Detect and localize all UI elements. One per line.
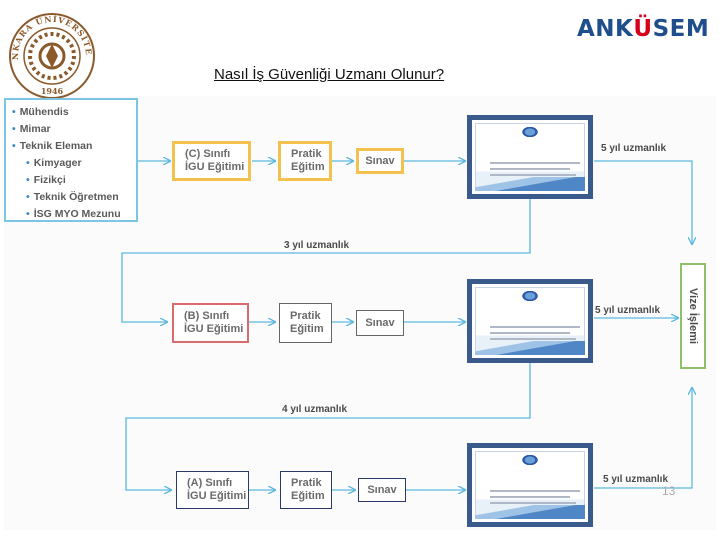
b-to-a-experience-label: 4 yıl uzmanlık — [282, 404, 348, 415]
page-number: 13 — [662, 484, 676, 498]
ankara-university-seal: ANKARA ÜNİVERSİTESİ 1946 — [8, 12, 95, 99]
arrow-b-to-a — [125, 362, 531, 490]
qualification-item: •Teknik Eleman — [12, 140, 93, 152]
arrow-c-to-b — [121, 198, 531, 322]
page-title: Nasıl İş Güvenliği Uzmanı Olunur? — [214, 66, 445, 83]
qualification-subitem: •Teknik Öğretmen — [26, 191, 119, 203]
qualification-item: •Mühendis — [12, 106, 69, 118]
c-certificate-image — [467, 115, 593, 199]
a-exam: Sınav — [358, 478, 406, 502]
qualification-item: •Mimar — [12, 123, 51, 135]
c-experience-label: 5 yıl uzmanlık — [601, 143, 667, 154]
arrow-c-cert-to-vize — [594, 160, 692, 244]
visa-renewal-label: Vize İşlemi — [687, 287, 699, 345]
c-to-b-experience-label: 3 yıl uzmanlık — [284, 240, 350, 251]
arrow-a-cert-to-vize — [594, 388, 692, 489]
visa-renewal-box: Vize İşlemi — [680, 263, 706, 369]
qualification-subitem: •İSG MYO Mezunu — [26, 208, 121, 220]
a-certificate-image — [467, 443, 593, 527]
qualification-subitem: •Kimyager — [26, 157, 82, 169]
c-exam: Sınav — [356, 148, 404, 174]
b-exam: Sınav — [356, 310, 404, 336]
b-experience-label: 5 yıl uzmanlık — [595, 305, 661, 316]
svg-text:1946: 1946 — [41, 86, 64, 96]
b-certificate-image — [467, 279, 593, 363]
qualifications-box: •Mühendis •Mimar •Teknik Eleman •Kimyage… — [4, 98, 138, 222]
qualification-subitem: •Fizikçi — [26, 174, 66, 186]
a-experience-label: 5 yıl uzmanlık — [603, 474, 669, 485]
